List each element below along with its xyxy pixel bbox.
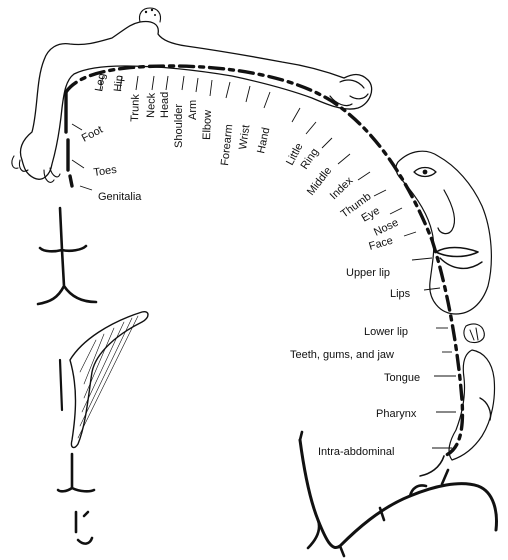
label-elbow: Elbow [201, 110, 214, 140]
label-foot: Foot [80, 124, 105, 145]
label-toes: Toes [93, 164, 118, 179]
label-trunk: Trunk [129, 93, 142, 122]
label-forearm: Forearm [219, 124, 235, 167]
left-section-outlines [38, 208, 148, 544]
label-face: Face [368, 235, 395, 253]
cortex-arc [66, 66, 462, 456]
label-neck: Neck [145, 92, 158, 118]
label-upper-lip: Upper lip [346, 267, 390, 279]
label-hip: Hip [112, 75, 126, 93]
label-index: Index [328, 174, 356, 202]
label-lower-lip: Lower lip [364, 326, 408, 338]
label-genitalia: Genitalia [98, 191, 142, 203]
label-lips: Lips [390, 288, 411, 300]
label-shoulder: Shoulder [173, 104, 185, 148]
label-pharynx: Pharynx [376, 408, 417, 420]
label-wrist: Wrist [237, 124, 252, 150]
left-side-labels: Foot Toes Genitalia [80, 124, 143, 203]
crescent-shading [78, 316, 138, 438]
label-leg: Leg [93, 72, 108, 92]
label-hand: Hand [255, 126, 272, 154]
right-side-labels: Upper lip Lips Lower lip Teeth, gums, an… [290, 267, 420, 458]
label-intra-abdominal: Intra-abdominal [318, 446, 394, 458]
label-arm: Arm [187, 100, 199, 120]
label-tongue: Tongue [384, 372, 420, 384]
head-scribble [145, 9, 156, 16]
label-head: Head [159, 92, 171, 118]
label-teeth-gums-jaw: Teeth, gums, and jaw [290, 349, 394, 361]
